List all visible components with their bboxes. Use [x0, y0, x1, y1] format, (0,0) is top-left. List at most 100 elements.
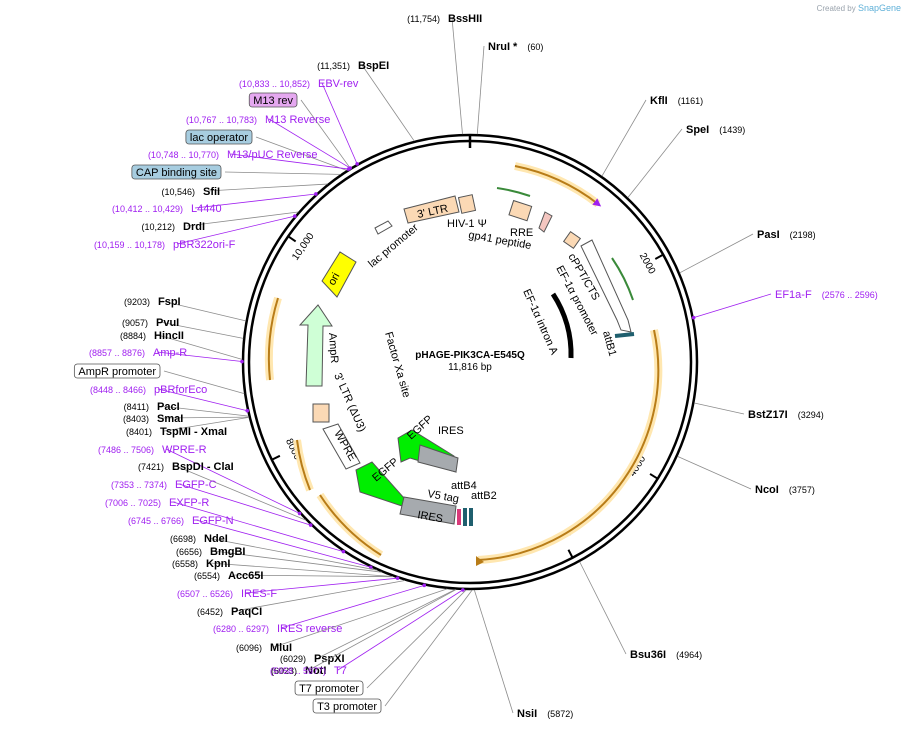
feature-box: [248, 92, 298, 108]
primer-name: M13/pUC Reverse: [227, 149, 317, 161]
enzyme-name: MluI: [270, 642, 292, 654]
site-leader-line: [195, 519, 371, 568]
site-leader-line: [234, 580, 406, 612]
primer-name: EF1a-F: [775, 289, 812, 301]
ruler-tick-label: 2000: [637, 251, 658, 276]
site-position: (6452): [197, 607, 223, 617]
site-position: (10,546): [161, 187, 195, 197]
credit-brand: SnapGene: [857, 3, 901, 13]
feature-gp41-box: [538, 211, 553, 233]
enzyme-name: PaqCI: [231, 606, 262, 618]
feature-box-label: lac operator: [190, 132, 248, 144]
primer-mark: [297, 511, 302, 516]
feature-label: HIV-1 Ψ: [447, 218, 487, 230]
site-position: (8403): [123, 414, 149, 424]
ruler-tick: [654, 253, 664, 260]
feature-box-label: T3 promoter: [317, 701, 377, 713]
site-leader-line: [157, 388, 248, 412]
primer-name: IRES-F: [241, 588, 277, 600]
site-position: (10,412 .. 10,429): [112, 204, 183, 214]
site-leader-line: [163, 416, 249, 432]
site-position: (5872): [547, 709, 573, 719]
enzyme-name: PasI: [757, 229, 780, 241]
primer-mark: [308, 523, 313, 527]
feature-ef1a-promoter-arrow: [580, 239, 632, 333]
feature-ampr-arrow: [298, 304, 333, 387]
site-leader-line: [156, 351, 243, 362]
feature-box-label: T7 promoter: [299, 683, 359, 695]
ruler-tick: [287, 235, 297, 243]
feature-box: [312, 698, 382, 714]
site-leader-line: [231, 574, 394, 578]
site-leader-line: [321, 82, 358, 165]
feature-label: lac promoter: [366, 222, 421, 271]
orf-arc: [319, 494, 382, 556]
site-position: (7486 .. 7506): [98, 445, 154, 455]
feature-box: [185, 129, 253, 145]
enzyme-name: PvuI: [156, 317, 179, 329]
site-leader-line: [213, 550, 382, 573]
enzyme-name: NruI *: [488, 41, 518, 53]
site-leader-line: [224, 171, 341, 175]
feature-3ltr-du3-box: [312, 403, 330, 423]
credit-prefix: Created by: [816, 4, 856, 13]
primer-arc: [611, 257, 634, 301]
primer-name: pBRforEco: [154, 384, 207, 396]
primer-mark: [422, 583, 427, 588]
site-leader-line: [160, 416, 249, 419]
feature-rre-box: [508, 199, 533, 222]
primer-mark: [245, 408, 250, 413]
site-leader-line: [679, 233, 754, 274]
feature-label: IRES: [438, 425, 464, 437]
site-leader-line: [159, 321, 244, 339]
enzyme-name: KflI: [650, 95, 668, 107]
orf-arc: [267, 297, 279, 381]
primer-mark: [461, 588, 465, 592]
primer-name: L4440: [191, 203, 222, 215]
feature-box-label: CAP binding site: [136, 167, 217, 179]
primer-mark: [240, 359, 244, 364]
enzyme-name: TspMI - XmaI: [160, 426, 227, 438]
snapgene-credit: Created by SnapGene: [817, 3, 901, 13]
enzyme-name: PacI: [157, 401, 180, 413]
orf-arc: [477, 329, 663, 564]
site-leader-line: [337, 589, 464, 671]
feature-attb1-mark: [614, 332, 635, 338]
site-leader-line: [317, 589, 456, 659]
feature-label: AmpR: [326, 332, 340, 363]
site-position: (6554): [194, 571, 220, 581]
site-leader-line: [157, 334, 243, 360]
primer-name: EGFP-C: [175, 479, 217, 491]
primer-mark: [293, 214, 297, 218]
site-position: (60): [527, 42, 543, 52]
site-position: (8448 .. 8466): [90, 385, 146, 395]
feature-label: IRES: [416, 509, 443, 525]
site-leader-line: [161, 300, 246, 322]
feature-v5-mark: [457, 509, 461, 525]
site-leader-line: [178, 483, 311, 526]
site-leader-line: [207, 537, 378, 571]
enzyme-name: NcoI: [755, 484, 779, 496]
primer-name: EGFP-N: [192, 515, 234, 527]
site-position: (6280 .. 6297): [213, 624, 269, 634]
feature-box: [294, 680, 364, 696]
primer-mark: [314, 192, 318, 196]
primer-name: M13 Reverse: [265, 114, 330, 126]
site-position: (3294): [798, 410, 824, 420]
feature-label: attB2: [471, 490, 497, 502]
orf-arc: [477, 329, 660, 561]
site-leader-line: [172, 501, 344, 553]
site-leader-line: [693, 293, 772, 319]
site-position: (11,754): [407, 14, 440, 24]
feature-3ltr-cap: [457, 194, 477, 214]
site-leader-line: [300, 99, 351, 169]
site-leader-line: [694, 402, 745, 415]
enzyme-name: SfiI: [203, 186, 220, 198]
enzyme-name: NotI: [305, 665, 326, 677]
feature-box-label: AmpR promoter: [78, 366, 156, 378]
site-leader-line: [384, 589, 473, 707]
site-leader-line: [194, 193, 316, 209]
feature-label: attB4: [451, 480, 477, 492]
site-position: (6029): [280, 654, 306, 664]
